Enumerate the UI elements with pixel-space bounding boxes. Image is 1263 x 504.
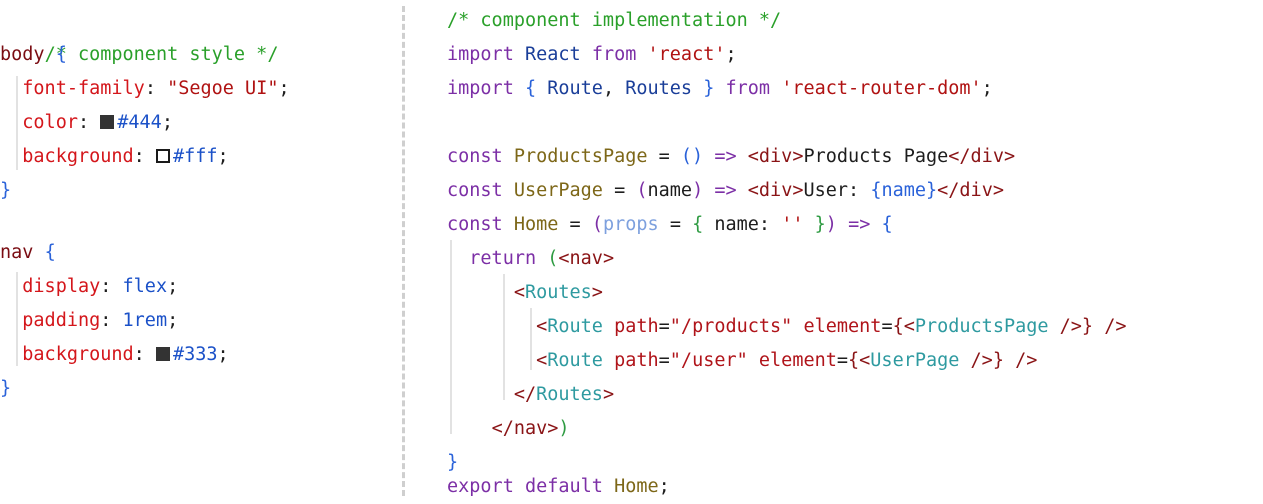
code-line: export default Home; — [447, 476, 670, 497]
code-line: import { Route, Routes } from 'react-rou… — [447, 78, 993, 99]
code-line: /* component style */ — [0, 4, 279, 65]
keyword: from — [725, 78, 771, 99]
jsx-text: Products Page — [803, 146, 949, 167]
keyword: export — [447, 476, 514, 497]
param: props — [602, 214, 659, 235]
identifier: Home — [614, 476, 659, 497]
keyword: default — [524, 476, 603, 497]
keyword: import — [447, 78, 514, 99]
code-line: } — [0, 372, 11, 406]
code-line: background: #333; — [22, 344, 229, 365]
code-line: const Home = (props = { name: '' }) => { — [447, 214, 893, 235]
indent-guide — [503, 274, 505, 400]
keyword: return — [469, 248, 537, 269]
css-property: display — [22, 276, 101, 297]
jsx-attr: element — [803, 316, 882, 337]
css-value: #444 — [117, 112, 162, 133]
indent-guide — [530, 308, 532, 370]
css-selector: body — [0, 44, 45, 65]
code-line: nav { — [0, 236, 56, 270]
css-brace: } — [0, 378, 12, 399]
jsx-attr: element — [758, 350, 837, 371]
css-code-pane[interactable]: /* component style */ body { font-family… — [0, 0, 395, 499]
jsx-component: UserPage — [870, 350, 960, 371]
indent-guide — [450, 240, 452, 434]
jsx-expression: {name} — [870, 180, 938, 201]
function-name: UserPage — [513, 180, 603, 201]
css-value: 1rem — [122, 310, 168, 331]
jsx-tag: <nav> — [558, 248, 615, 269]
indent-guide — [16, 76, 18, 170]
jsx-attr: path — [614, 316, 659, 337]
string-literal: "/products" — [669, 316, 793, 337]
color-swatch[interactable] — [155, 149, 170, 163]
param: name — [647, 180, 693, 201]
jsx-text: User: — [803, 180, 871, 201]
code-line: </nav>) — [491, 418, 570, 439]
function-name: ProductsPage — [513, 146, 648, 167]
keyword: const — [447, 180, 503, 201]
css-value: #333 — [172, 344, 218, 365]
keyword: from — [591, 44, 637, 65]
code-line: </Routes> — [513, 384, 615, 405]
css-comment: /* component style */ — [44, 44, 279, 65]
jsx-component: ProductsPage — [914, 316, 1049, 337]
string-literal: "/user" — [669, 350, 748, 371]
code-line: const UserPage = (name) => <div>User: {n… — [447, 180, 1004, 201]
code-line: display: flex; — [22, 276, 179, 297]
code-line: <Route path="/user" element={<UserPage /… — [536, 350, 1038, 371]
indent-guide — [16, 272, 18, 366]
keyword: import — [447, 44, 514, 65]
code-line: font-family: "Segoe UI"; — [22, 78, 290, 99]
code-line: /* component implementation */ — [447, 4, 781, 38]
css-property: color — [22, 112, 78, 133]
code-line: } — [447, 452, 459, 473]
css-property: padding — [22, 310, 101, 331]
keyword: const — [447, 214, 503, 235]
css-brace: { — [55, 44, 67, 65]
identifier: Route — [547, 78, 603, 99]
css-value: "Segoe UI" — [167, 78, 279, 99]
css-value: #fff — [172, 146, 218, 167]
css-brace: } — [0, 180, 12, 201]
color-swatch[interactable] — [155, 347, 170, 361]
jsx-code-pane[interactable]: /* component implementation */ import Re… — [447, 0, 1263, 499]
css-selector: nav — [0, 242, 34, 263]
code-line: padding: 1rem; — [22, 310, 179, 331]
css-value: flex — [122, 276, 168, 297]
code-line: background: #fff; — [22, 146, 229, 167]
code-line: import React from 'react'; — [447, 44, 737, 65]
jsx-attr: path — [614, 350, 659, 371]
code-line: const ProductsPage = () => <div>Products… — [447, 146, 1016, 167]
css-brace: { — [44, 242, 56, 263]
code-line: return (<nav> — [469, 248, 615, 269]
jsx-tag: </nav> — [491, 418, 559, 439]
code-line: body { — [0, 38, 67, 72]
code-line: <RouteRoutes> — [513, 282, 603, 303]
function-name: Home — [513, 214, 559, 235]
css-property: background — [22, 146, 134, 167]
string-literal: 'react' — [647, 44, 726, 65]
pane-divider — [402, 6, 405, 496]
color-swatch[interactable] — [100, 115, 115, 129]
css-property: font-family — [22, 78, 145, 99]
code-line: color: #444; — [22, 112, 173, 133]
code-line: <Route path="/products" element={<Produc… — [536, 316, 1127, 337]
jsx-tag: Route — [547, 316, 603, 337]
string-literal: 'react-router-dom' — [781, 78, 982, 99]
identifier: React — [524, 44, 581, 65]
jsx-comment: /* component implementation */ — [447, 10, 782, 31]
keyword: const — [447, 146, 503, 167]
identifier: Routes — [625, 78, 693, 99]
css-property: background — [22, 344, 134, 365]
jsx-tag: Route — [547, 350, 603, 371]
code-line: } — [0, 174, 11, 208]
